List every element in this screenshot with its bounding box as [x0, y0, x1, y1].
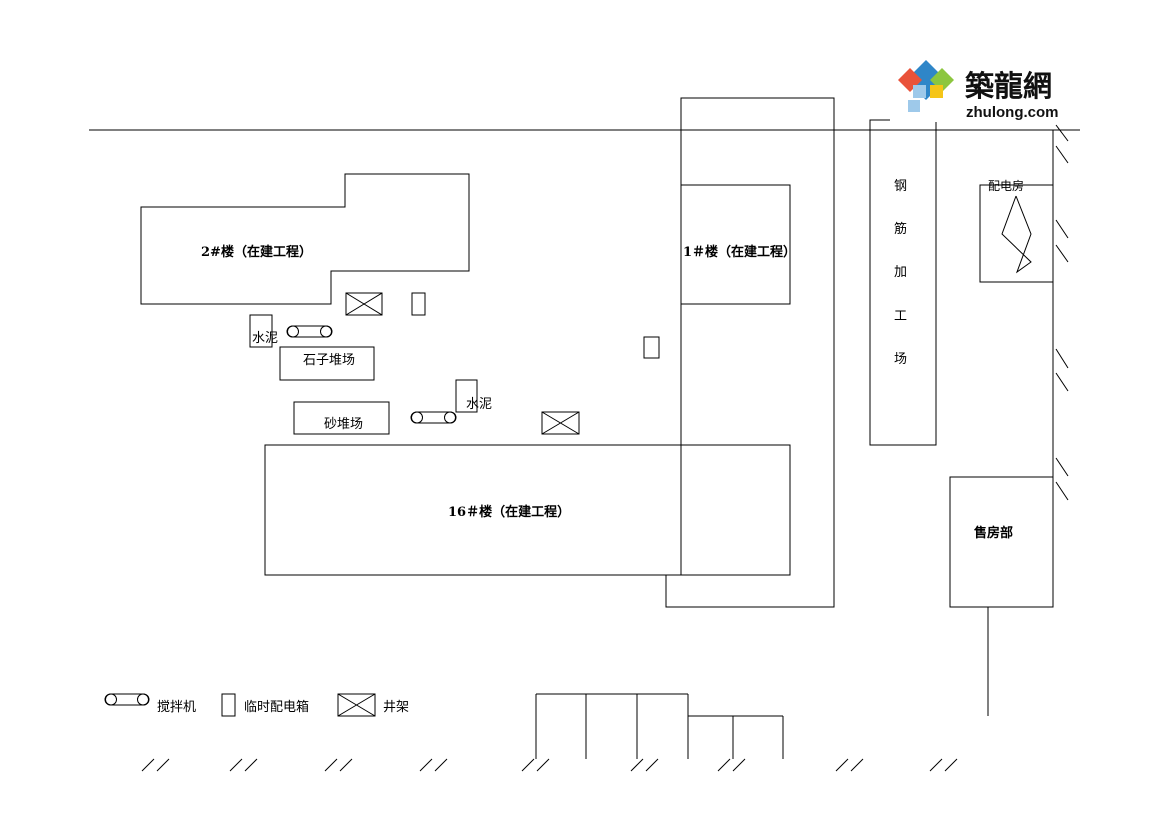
rebar-char-2: 筋 — [894, 221, 907, 237]
legend-mixer-icon — [104, 693, 150, 706]
rebar-workshop-outline — [869, 119, 937, 446]
rebar-char-3: 加 — [894, 265, 907, 280]
legend-power-box-label: 临时配电箱 — [244, 699, 309, 715]
building-2-outline — [140, 173, 470, 305]
building-1-label: 1＃楼（在建工程） — [683, 244, 796, 260]
cement-label-1: 水泥 — [252, 331, 278, 346]
building-1-area-outline — [665, 97, 835, 608]
building-2-label: 2#楼（在建工程） — [201, 244, 312, 260]
mixer-1 — [286, 325, 333, 338]
power-room-outline — [979, 184, 1054, 283]
power-room-label: 配电房 — [988, 178, 1024, 193]
cement-label-2: 水泥 — [466, 397, 492, 412]
sand-yard-label: 砂堆场 — [324, 417, 363, 432]
bottom-hatch-marks — [141, 758, 958, 772]
right-hatch-marks — [1055, 96, 1069, 501]
sand-yard-outline — [293, 401, 390, 435]
logo-emblem-icon — [898, 60, 954, 112]
rebar-char-5: 场 — [894, 352, 907, 367]
rebar-char-4: 工 — [894, 309, 907, 324]
legend-mixer-label: 搅拌机 — [157, 699, 196, 715]
bottom-gate-structure — [535, 693, 784, 759]
logo-chinese-text: 築龍網 — [964, 69, 1052, 103]
legend-hoist-frame-label: 井架 — [383, 700, 409, 715]
legend-power-box-icon — [221, 693, 236, 717]
sales-office-outline — [949, 476, 1054, 608]
zhulong-logo: 築龍網 zhulong.com — [890, 58, 1078, 122]
hoist-frame-2 — [541, 411, 580, 435]
gravel-yard-outline — [279, 346, 375, 381]
gravel-yard-label: 石子堆场 — [303, 353, 355, 368]
legend-hoist-frame-icon — [337, 693, 376, 717]
building-16-label: 16＃楼（在建工程） — [448, 504, 570, 520]
logo-url-text: zhulong.com — [966, 104, 1059, 121]
mixer-2 — [410, 411, 457, 424]
sales-office-label: 售房部 — [974, 525, 1013, 541]
hoist-frame-1 — [345, 292, 383, 316]
building-16-outline — [264, 444, 791, 576]
building-1-block — [680, 184, 791, 305]
power-box-2 — [643, 336, 660, 359]
lightning-icon — [1001, 195, 1032, 274]
cement-shed-1 — [249, 314, 273, 348]
rebar-char-1: 钢 — [894, 179, 907, 194]
power-box-1 — [411, 292, 426, 316]
cement-shed-2 — [455, 379, 478, 413]
